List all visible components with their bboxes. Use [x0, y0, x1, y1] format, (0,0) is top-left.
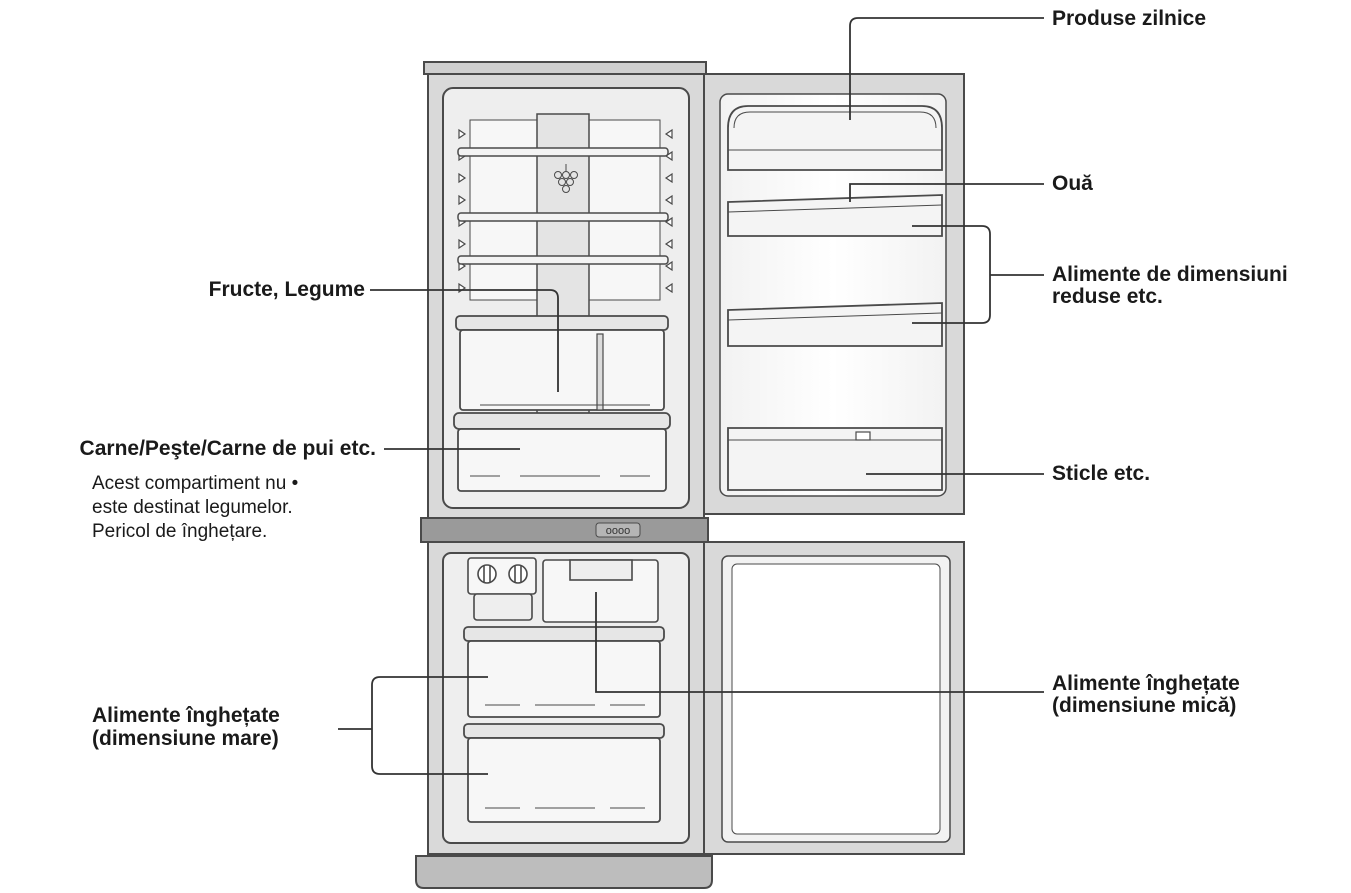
meat-note-line3: Pericol de înghețare.: [92, 521, 268, 542]
freezer-door: [703, 541, 965, 855]
label-frozen-small-line1: Alimente înghețate: [1052, 672, 1240, 695]
leader-small-items: [912, 225, 1044, 324]
label-fruit-veg: Fructe, Legume: [208, 278, 365, 301]
label-frozen-large-line1: Alimente înghețate: [92, 704, 280, 727]
leader-lines: [338, 17, 1044, 775]
egg-bin: [727, 194, 943, 237]
shelf-1: [457, 147, 669, 157]
leader-frozen-large: [338, 676, 488, 775]
leader-dairy: [849, 17, 1044, 120]
label-meat: Carne/Peşte/Carne de pui etc.: [79, 437, 376, 460]
fridge-shelves: [457, 147, 669, 265]
display-panel-bar: [420, 517, 709, 543]
meat-drawer: [453, 412, 671, 492]
vegetable-drawer: [455, 315, 669, 411]
dairy-bin: [727, 105, 943, 171]
label-small-items-line2: reduse etc.: [1052, 285, 1163, 308]
small-items-bin: [727, 302, 943, 347]
leader-fruit-veg: [370, 289, 559, 392]
freezer-small-drawer: [542, 559, 659, 623]
cabinet-base: [415, 855, 713, 889]
label-dairy: Produse zilnice: [1052, 7, 1207, 30]
label-frozen-small-line2: (dimensiune mică): [1052, 694, 1237, 717]
shelf-2: [457, 212, 669, 222]
cabinet-top: [423, 61, 707, 75]
door-bins: [727, 105, 943, 491]
bottle-bin: [727, 427, 943, 491]
display-panel: oooo: [595, 522, 641, 538]
meat-note-line1: Acest compartiment nu •: [92, 473, 299, 494]
display-panel-text: oooo: [606, 525, 630, 537]
grape-icon: [554, 164, 578, 193]
label-eggs: Ouă: [1052, 172, 1093, 195]
meat-note-line2: este destinat legumelor.: [92, 497, 293, 518]
label-frozen-large-line2: (dimensiune mare): [92, 727, 279, 750]
shelf-3: [457, 255, 669, 265]
leader-eggs: [849, 183, 1044, 202]
freezer-large-drawers: [463, 626, 665, 823]
leader-frozen-small: [595, 592, 1044, 693]
ice-trays: [467, 557, 537, 621]
label-bottles: Sticle etc.: [1052, 462, 1151, 485]
label-small-items-line1: Alimente de dimensiuni: [1052, 263, 1288, 286]
